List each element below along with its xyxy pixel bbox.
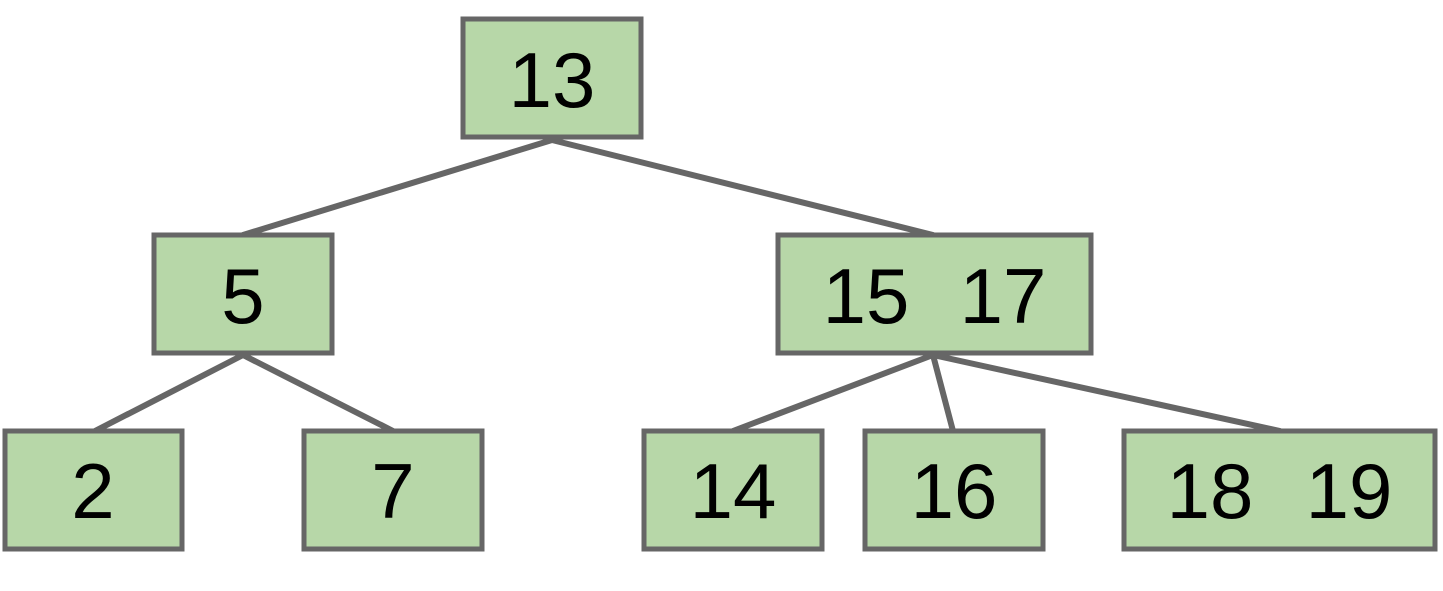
node-right-middle: 16 <box>862 428 1046 552</box>
node-left-right: 7 <box>301 428 485 552</box>
node-right-right: 18 19 <box>1121 428 1438 552</box>
node-right-right-box <box>1121 428 1438 552</box>
node-left-left-key-1: 2 <box>71 447 114 535</box>
node-left-left: 2 <box>2 428 185 552</box>
node-root: 13 <box>460 16 644 140</box>
edge-left-to-left-left <box>92 352 246 434</box>
node-left-left-box <box>2 428 185 552</box>
node-right-key-1: 15 <box>823 252 910 340</box>
node-right-key-2: 17 <box>960 252 1047 340</box>
node-left: 5 <box>151 232 335 356</box>
node-left-right-key-1: 7 <box>371 447 414 535</box>
edge-root-to-right <box>549 137 936 238</box>
node-left-key-1: 5 <box>221 252 264 340</box>
node-root-box <box>460 16 644 140</box>
node-right-right-key-1: 18 <box>1167 447 1254 535</box>
edge-right-to-right-left <box>730 352 936 434</box>
node-right-right-key-2: 19 <box>1306 447 1393 535</box>
node-right-middle-box <box>862 428 1046 552</box>
tree-edges <box>92 137 1283 434</box>
node-left-box <box>151 232 335 356</box>
edge-right-to-right-right <box>930 352 1283 434</box>
node-right-middle-key-1: 16 <box>911 447 998 535</box>
node-root-key-1: 13 <box>509 36 596 124</box>
node-right-left: 14 <box>641 428 825 552</box>
node-left-right-box <box>301 428 485 552</box>
edge-left-to-left-right <box>240 352 396 434</box>
node-right: 15 17 <box>775 232 1094 356</box>
edge-root-to-left <box>240 137 555 238</box>
node-right-left-box <box>641 428 825 552</box>
node-right-box <box>775 232 1094 356</box>
edge-right-to-right-middle <box>930 352 956 434</box>
node-right-left-key-1: 14 <box>690 447 777 535</box>
